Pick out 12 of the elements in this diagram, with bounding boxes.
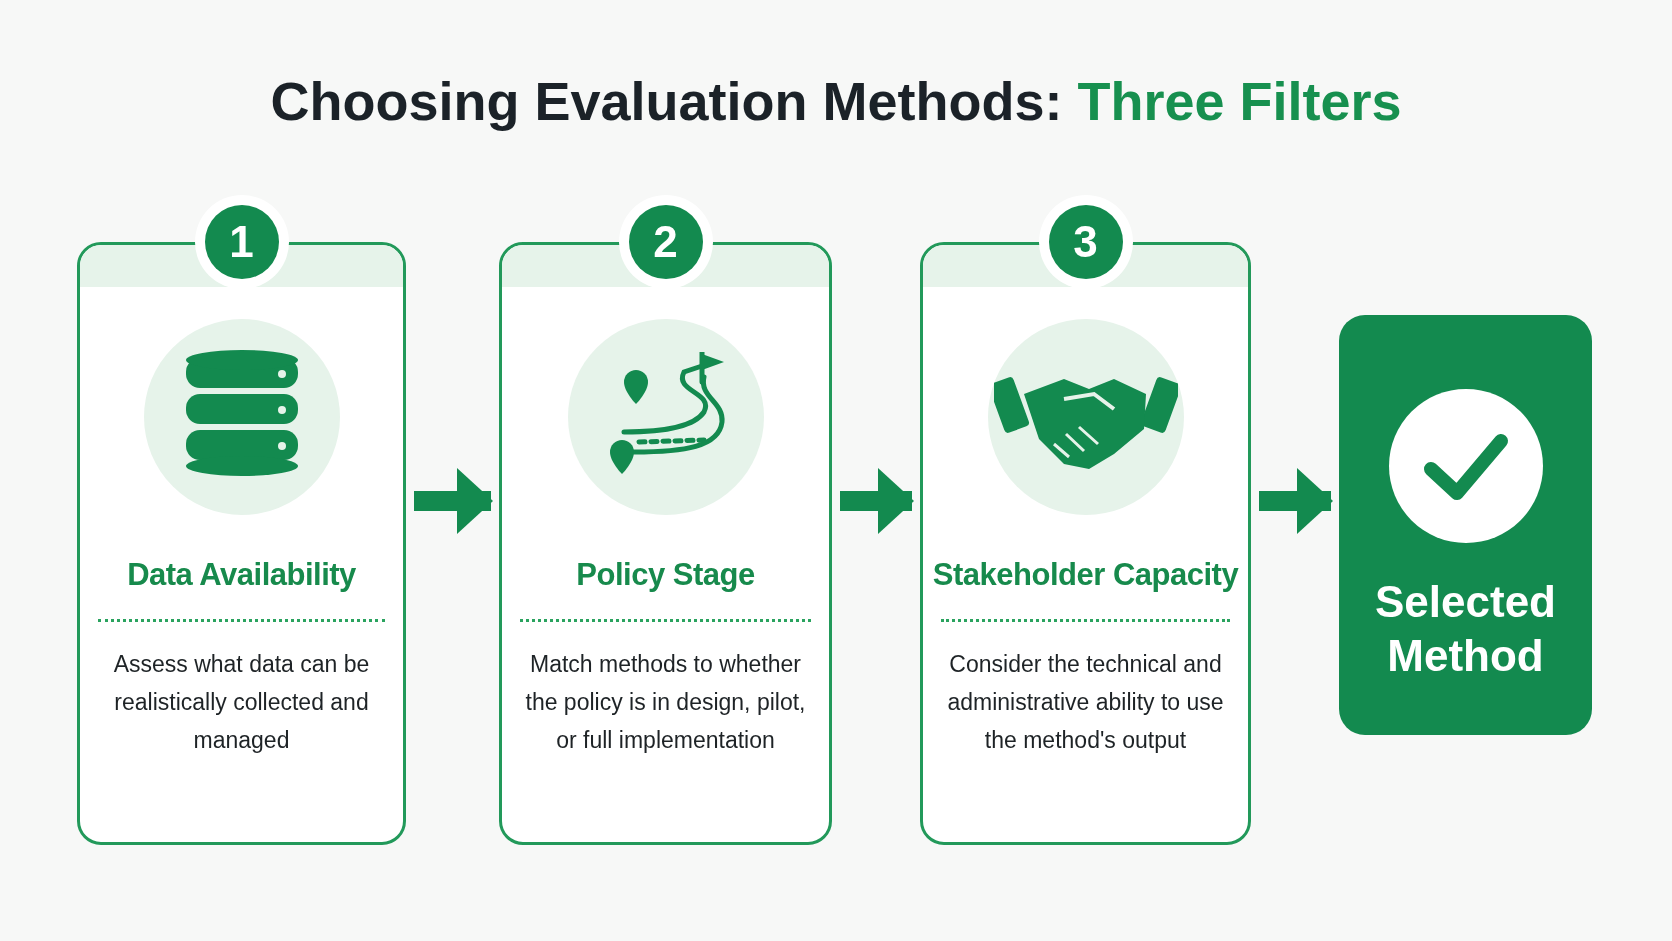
filter-heading: Stakeholder Capacity — [931, 557, 1240, 593]
result-box — [1339, 315, 1592, 735]
arrow — [414, 468, 493, 534]
arrow — [840, 468, 914, 534]
filter-heading: Policy Stage — [575, 557, 756, 593]
filter-heading: Data Availability — [126, 557, 357, 593]
filter-description: Assess what data can be realistically collected and managed — [112, 650, 371, 755]
filter-description: Consider the technical and administrative ability to use the method's output — [946, 650, 1225, 755]
filter-description: Match methods to whether the policy is in design, pilot, or full implementation — [524, 650, 807, 755]
arrow — [1259, 468, 1333, 534]
result-label: Selected Method — [1374, 576, 1557, 682]
title: Choosing Evaluation Methods: Three Filters — [269, 70, 1403, 132]
